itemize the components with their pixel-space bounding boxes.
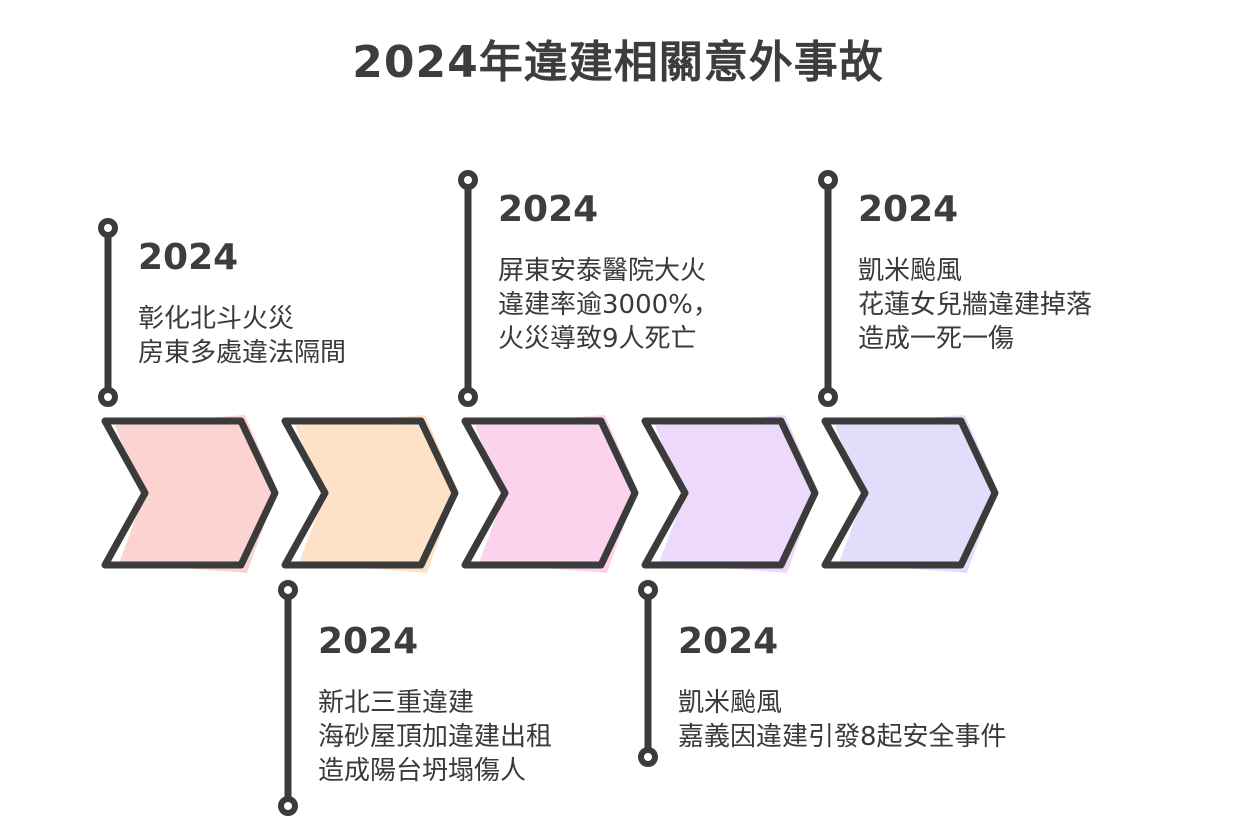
marker-dot-end xyxy=(458,387,478,407)
chevron-fill xyxy=(115,415,277,573)
event-description-line: 海砂屋頂加違建出租 xyxy=(318,722,553,752)
event-description-line: 嘉義因違建引發8起安全事件 xyxy=(678,722,1007,752)
event-year: 2024 xyxy=(678,621,779,662)
event-description-line: 花蓮女兒牆違建掉落 xyxy=(858,290,1093,320)
timeline-markers xyxy=(98,170,838,816)
chevron-step-1 xyxy=(101,415,279,573)
event-block-2: 2024 新北三重違建海砂屋頂加違建出租造成陽台坍塌傷人 xyxy=(318,624,618,788)
chevron-step-3 xyxy=(461,415,639,573)
event-year: 2024 xyxy=(138,237,239,278)
chevron-fill xyxy=(655,415,817,573)
event-block-3: 2024 屏東安泰醫院大火違建率逾3000%， 火災導致9人死亡 xyxy=(498,192,798,356)
chevron-step-4 xyxy=(641,415,819,573)
event-description-line: 房東多處違法隔間 xyxy=(138,338,347,368)
marker-dot-start xyxy=(458,170,478,190)
event-description-line: 造成陽台坍塌傷人 xyxy=(318,756,527,786)
marker-dot-end xyxy=(818,387,838,407)
chevron-row xyxy=(101,415,999,573)
chevron-fill xyxy=(835,415,997,573)
event-description-line: 彰化北斗火災 xyxy=(138,304,295,334)
chevron-outline xyxy=(461,417,639,569)
chevron-outline xyxy=(281,417,459,569)
chevron-outline xyxy=(821,417,999,569)
event-description-line: 新北三重違建 xyxy=(318,688,475,718)
event-description-line: 屏東安泰醫院大火 xyxy=(498,256,707,286)
marker-dot-end xyxy=(638,747,658,767)
marker-dot-start xyxy=(638,580,658,600)
chevron-fill xyxy=(295,415,457,573)
marker-dot-start xyxy=(278,580,298,600)
event-year: 2024 xyxy=(498,189,599,230)
event-year: 2024 xyxy=(858,189,959,230)
event-description-line: 造成一死一傷 xyxy=(858,324,1015,354)
marker-dot-end xyxy=(278,796,298,816)
chevron-step-2 xyxy=(281,415,459,573)
event-description-line: 凱米颱風 xyxy=(678,688,783,718)
event-block-1: 2024 彰化北斗火災房東多處違法隔間 xyxy=(138,240,438,370)
event-year: 2024 xyxy=(318,621,419,662)
marker-dot-start xyxy=(98,218,118,238)
event-description-line: 火災導致9人死亡 xyxy=(498,324,697,354)
chevron-step-5 xyxy=(821,415,999,573)
chevron-fill xyxy=(475,415,637,573)
event-description-line: 凱米颱風 xyxy=(858,256,963,286)
event-description-line: 違建率逾3000%， xyxy=(498,290,719,320)
marker-dot-start xyxy=(818,170,838,190)
marker-dot-end xyxy=(98,387,118,407)
page-title: 2024年違建相關意外事故 xyxy=(352,37,884,88)
event-block-4: 2024 凱米颱風嘉義因違建引發8起安全事件 xyxy=(678,621,1007,754)
event-block-5: 2024 凱米颱風花蓮女兒牆違建掉落造成一死一傷 xyxy=(858,192,1158,356)
chevron-outline xyxy=(641,417,819,569)
chevron-outline xyxy=(101,417,279,569)
